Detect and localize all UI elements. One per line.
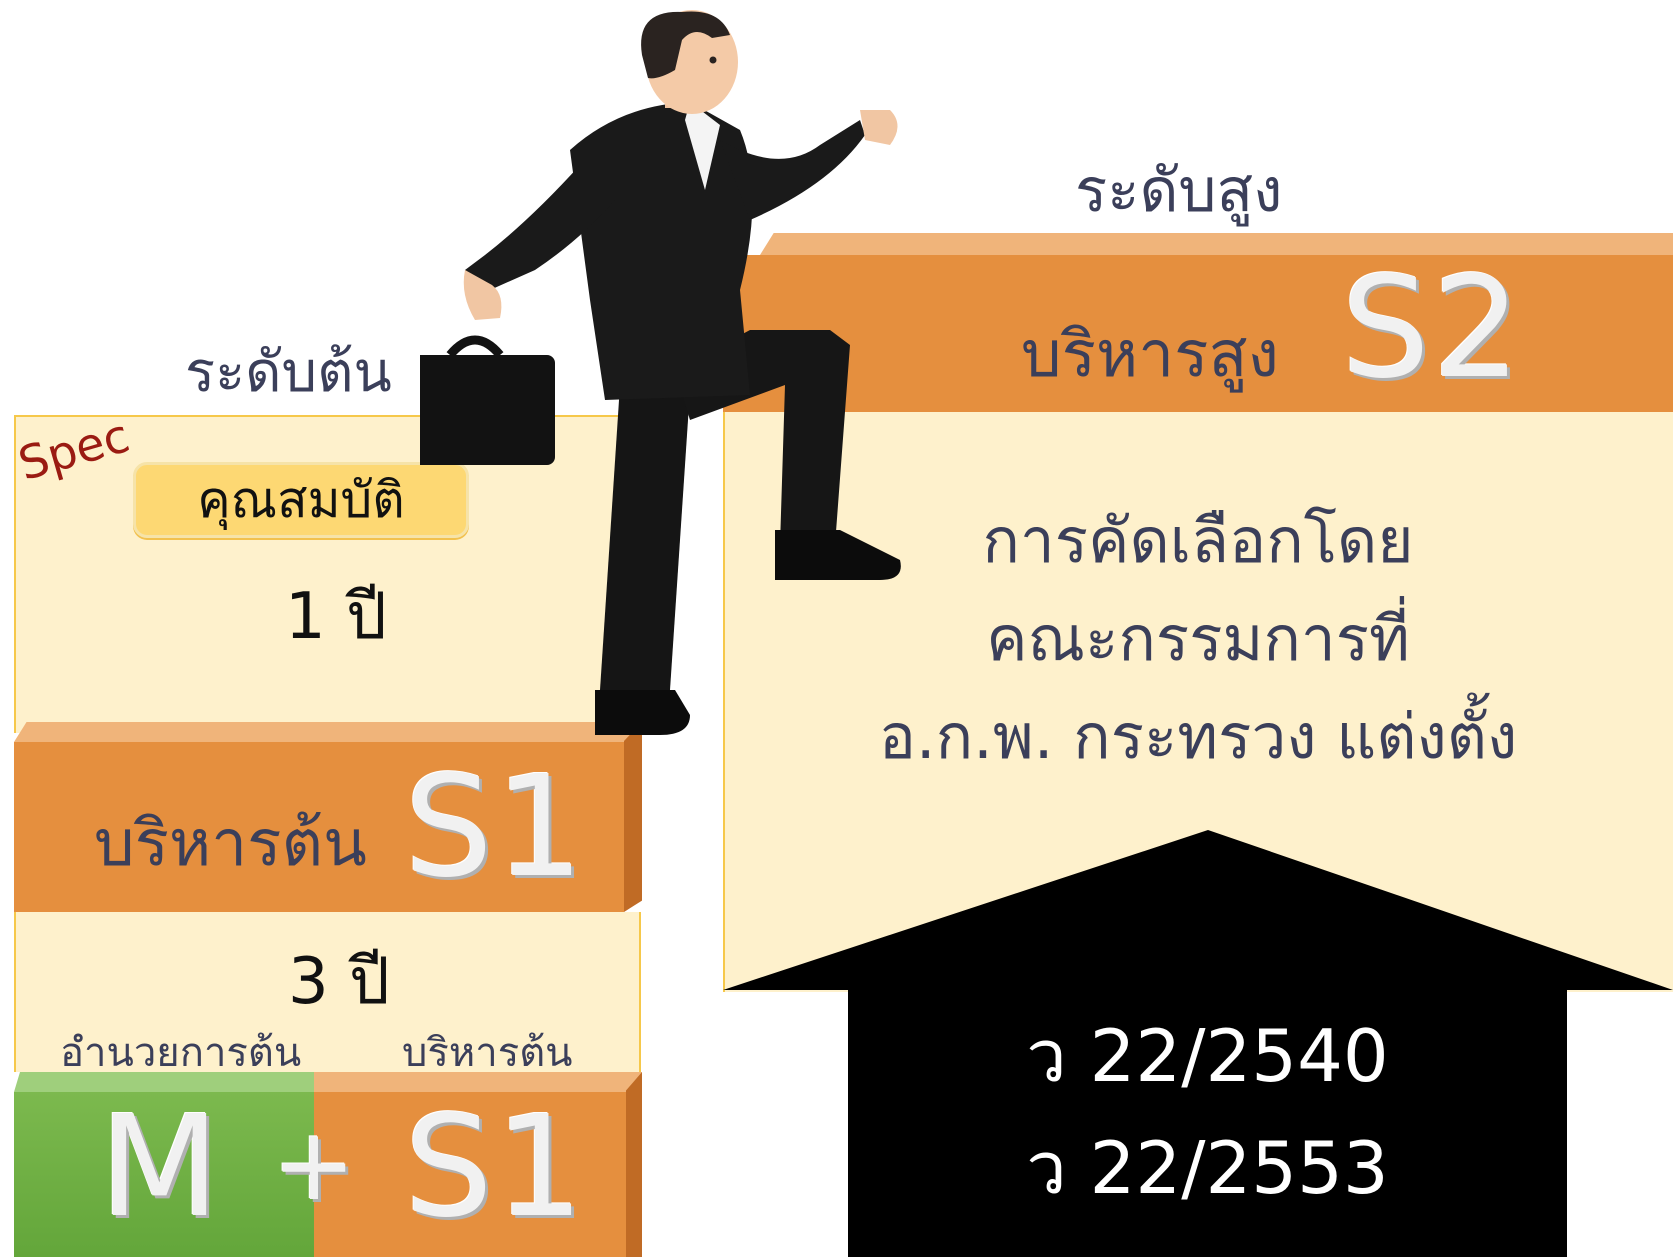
experience-panel <box>14 912 641 1072</box>
s2-step: บริหารสูง S2 <box>723 249 1673 412</box>
qualification-badge: คุณสมบัติ <box>133 462 469 538</box>
s1b-label: บริหารต้น <box>402 1030 573 1076</box>
reference-2: ว 22/2553 <box>1026 1126 1389 1210</box>
m-label: อำนวยการต้น <box>60 1030 302 1076</box>
s1-step-side <box>624 722 642 912</box>
level-label-basic: ระดับต้น <box>185 340 392 405</box>
s1-code: S1 <box>404 746 586 909</box>
s2-code: S2 <box>1341 247 1523 410</box>
s1b-code: S1 <box>404 1086 586 1249</box>
reference-1: ว 22/2540 <box>1026 1014 1389 1098</box>
selection-text: การคัดเลือกโดย คณะกรรมการที่ อ.ก.พ. กระท… <box>723 492 1673 786</box>
s2-step-top <box>760 233 1673 255</box>
plus-sign: + <box>272 1106 358 1223</box>
years-1: 1 ปี <box>285 580 387 654</box>
level-label-senior: ระดับสูง <box>1075 156 1283 226</box>
s1-step-top <box>14 722 641 742</box>
s2-label: บริหารสูง <box>1021 318 1279 392</box>
s1-step: บริหารต้น S1 <box>14 742 624 912</box>
m-code: M <box>99 1086 222 1249</box>
s1b-block: S1 <box>314 1088 626 1257</box>
s1b-block-top <box>314 1072 642 1092</box>
m-block: M <box>14 1088 314 1257</box>
m-block-top <box>14 1072 314 1092</box>
businessman-illustration <box>420 10 901 735</box>
selection-line-3: อ.ก.พ. กระทรวง แต่งตั้ง <box>878 700 1518 773</box>
reference-arrow <box>723 830 1673 1257</box>
years-3: 3 ปี <box>288 945 390 1019</box>
s1-label: บริหารต้น <box>94 807 367 881</box>
qualification-label: คุณสมบัติ <box>197 470 405 529</box>
reference-list: ว 22/2540 ว 22/2553 <box>848 1000 1567 1224</box>
selection-line-2: คณะกรรมการที่ <box>986 602 1410 675</box>
selection-line-1: การคัดเลือกโดย <box>982 504 1414 577</box>
s1b-block-side <box>626 1072 642 1257</box>
